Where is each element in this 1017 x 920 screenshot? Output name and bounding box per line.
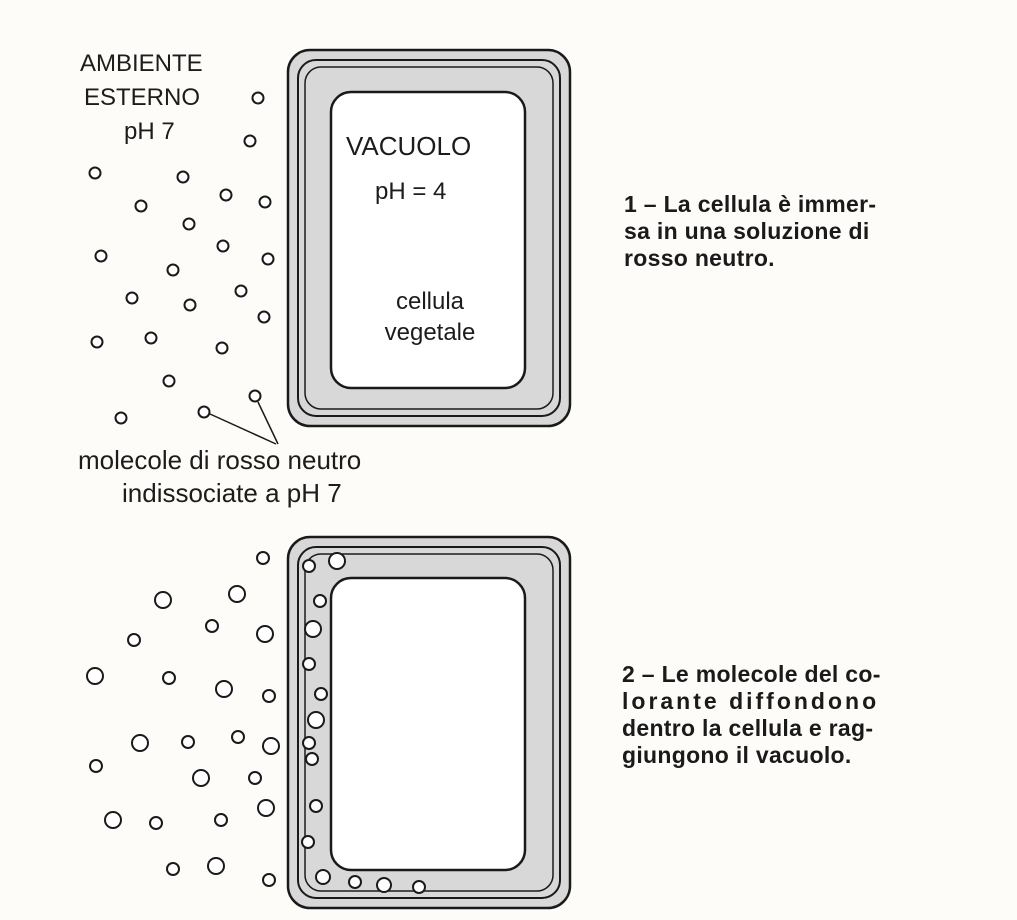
molecule-label-line-1: molecole di rosso neutro <box>78 445 362 475</box>
molecule <box>183 298 197 312</box>
caption-1-line-3: rosso neutro. <box>624 245 775 271</box>
molecule <box>182 217 196 231</box>
molecule <box>257 799 275 817</box>
molecule <box>231 730 245 744</box>
environment-ph-label: pH 7 <box>124 118 175 145</box>
cell-membrane <box>304 553 554 892</box>
molecule <box>125 291 139 305</box>
molecule <box>127 633 141 647</box>
molecule <box>256 625 274 643</box>
vacuole-ph-label: pH = 4 <box>375 178 447 205</box>
molecule <box>94 249 108 263</box>
molecule <box>309 799 323 813</box>
molecule <box>256 551 270 565</box>
molecule <box>302 657 316 671</box>
molecule <box>104 811 122 829</box>
pointer-line <box>209 413 277 445</box>
molecule <box>162 671 176 685</box>
molecule <box>192 769 210 787</box>
pointer-line <box>257 401 279 445</box>
molecule <box>328 552 346 570</box>
molecule <box>307 711 325 729</box>
caption-2-line-3: dentro la cellula e rag- <box>622 715 874 741</box>
molecule <box>181 735 195 749</box>
molecule <box>262 689 276 703</box>
caption-1-line-1: 1 – La cellula è immer- <box>624 191 877 217</box>
molecule <box>301 835 315 849</box>
molecule <box>262 737 280 755</box>
molecule <box>262 873 276 887</box>
molecule <box>166 263 180 277</box>
molecule <box>248 771 262 785</box>
cell-wall-inner <box>297 546 561 899</box>
panel-2-molecules-inside <box>301 552 426 894</box>
caption-2-line-2: lorante diffondono <box>622 688 880 714</box>
molecule <box>313 594 327 608</box>
cell-label-line-2: vegetale <box>384 319 476 346</box>
panel-2-cell <box>286 535 572 910</box>
molecule <box>207 857 225 875</box>
molecule <box>114 411 128 425</box>
molecule <box>197 405 211 419</box>
molecule <box>228 585 246 603</box>
molecule <box>131 734 149 752</box>
vacuole <box>329 576 527 872</box>
cell-wall-inner <box>297 59 561 417</box>
molecule <box>257 310 271 324</box>
molecule <box>314 687 328 701</box>
panel-2-molecules-outside <box>86 551 280 887</box>
vacuole <box>329 90 527 390</box>
molecule <box>89 759 103 773</box>
molecule <box>215 680 233 698</box>
molecule <box>219 188 233 202</box>
molecule <box>305 752 319 766</box>
molecule <box>216 239 230 253</box>
molecule <box>315 869 331 885</box>
cell-label-line-1: cellula <box>395 288 465 315</box>
environment-label-line-2: ESTERNO <box>84 84 201 111</box>
molecule <box>304 620 322 638</box>
caption-2-line-1: 2 – Le molecole del co- <box>622 661 881 687</box>
molecule <box>302 736 316 750</box>
molecule <box>134 199 148 213</box>
molecule <box>162 374 176 388</box>
molecule <box>243 134 257 148</box>
molecule <box>90 335 104 349</box>
molecule <box>86 667 104 685</box>
molecule <box>205 619 219 633</box>
molecule <box>348 875 362 889</box>
molecule <box>261 252 275 266</box>
panel-1-cell <box>286 48 572 428</box>
molecule <box>154 591 172 609</box>
molecule <box>376 877 392 893</box>
panel-1-molecules <box>88 91 275 425</box>
caption-1-line-2: sa in una soluzione di <box>624 218 870 244</box>
cell-membrane <box>304 66 554 410</box>
environment-label-line-1: AMBIENTE <box>80 50 203 77</box>
molecule <box>144 331 158 345</box>
molecule <box>302 559 316 573</box>
caption-2-line-4: giungono il vacuolo. <box>622 742 852 768</box>
molecule-label-line-2: indissociate a pH 7 <box>122 478 342 508</box>
molecule <box>214 813 228 827</box>
molecule <box>215 341 229 355</box>
molecule <box>412 880 426 894</box>
vacuole-label: VACUOLO <box>346 131 472 161</box>
molecule <box>251 91 265 105</box>
molecule <box>248 389 262 403</box>
molecule-pointer-lines <box>209 401 279 445</box>
molecule <box>176 170 190 184</box>
molecule <box>149 816 163 830</box>
molecule <box>88 166 102 180</box>
molecule <box>234 284 248 298</box>
molecule <box>166 862 180 876</box>
molecule <box>258 195 272 209</box>
